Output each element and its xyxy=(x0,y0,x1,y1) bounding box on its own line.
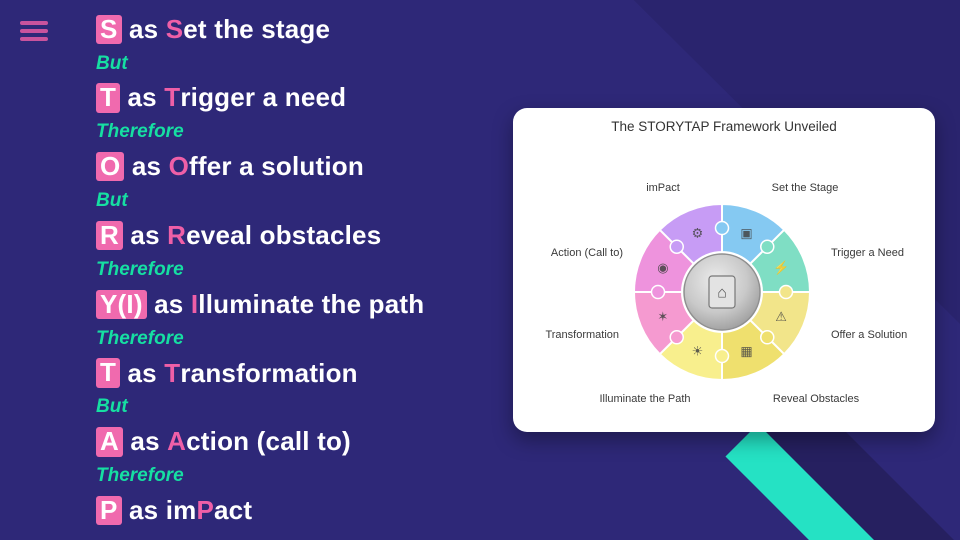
lightning-icon: ⚡ xyxy=(773,260,789,276)
wheel-label: imPact xyxy=(646,182,680,194)
puzzle-nub-icon xyxy=(669,330,684,345)
highlighted-letter: O xyxy=(96,152,125,182)
line-text: et the stage xyxy=(183,13,331,44)
puzzle-nub-icon xyxy=(760,239,775,254)
puzzle-nub-icon xyxy=(650,284,666,300)
announce-icon: ◉ xyxy=(657,260,668,275)
hamburger-icon xyxy=(20,29,48,33)
puzzle-nub-icon xyxy=(778,284,794,300)
line-text: as xyxy=(122,426,168,457)
accent-letter: I xyxy=(190,288,199,319)
highlighted-letter: Y(I) xyxy=(96,289,147,319)
framework-card: The STORYTAP Framework Unveiled ▣ ⚡ ⚠ ▦ ☀ ✶ ◉ ⚙… xyxy=(513,108,935,432)
line-text: act xyxy=(214,495,253,526)
highlighted-letter: S xyxy=(96,14,122,44)
line-text: as xyxy=(120,82,165,113)
puzzle-nub-icon xyxy=(760,330,775,345)
wheel-label: Set the Stage xyxy=(771,182,839,194)
wheel-segment xyxy=(658,203,723,265)
puzzle-nub-icon xyxy=(714,220,730,236)
wheel-label: Trigger a Need xyxy=(831,247,904,259)
line-text: lluminate the path xyxy=(198,288,425,319)
line-text: as xyxy=(122,220,168,251)
line-text: as im xyxy=(121,495,197,526)
wheel-label: Offer a Solution xyxy=(831,329,908,341)
puzzle-nub-icon xyxy=(714,348,730,364)
highlighted-letter: R xyxy=(96,220,123,251)
wheel-label: Transformation xyxy=(545,329,619,341)
wheel-label: Reveal Obstacles xyxy=(772,393,860,405)
highlighted-letter: T xyxy=(96,83,121,113)
diagram-title: The STORYTAP Framework Unveiled xyxy=(611,119,837,134)
accent-letter: P xyxy=(196,495,215,526)
highlighted-letter: T xyxy=(96,358,121,388)
connector-word: But xyxy=(96,52,128,74)
document-icon xyxy=(708,275,736,309)
accent-letter: S xyxy=(165,13,184,44)
accent-letter: T xyxy=(164,82,181,113)
dancer-icon: ✶ xyxy=(657,309,668,324)
framework-wheel: ▣ ⚡ ⚠ ▦ ☀ ✶ ◉ ⚙ ⌂ xyxy=(633,203,811,381)
wheel-label: Action (Call to) xyxy=(550,247,623,259)
line-text: eveal obstacles xyxy=(186,220,382,251)
share-icon: ⚙ xyxy=(692,225,704,240)
connector-word: But xyxy=(96,396,128,418)
line-text: as xyxy=(121,13,166,44)
accent-letter: A xyxy=(167,426,187,457)
frame-icon: ▣ xyxy=(740,225,752,240)
connector-word: Therefore xyxy=(96,258,184,280)
bulb-icon: ☀ xyxy=(692,344,704,359)
connector-word: Therefore xyxy=(96,121,184,143)
hamburger-icon xyxy=(20,21,48,25)
warning-icon: ⚠ xyxy=(775,309,787,324)
document-home-icon: ⌂ xyxy=(717,285,727,302)
accent-letter: O xyxy=(168,151,190,182)
line-text: as xyxy=(146,288,191,319)
highlighted-letter: A xyxy=(96,427,123,457)
hamburger-icon xyxy=(20,37,48,41)
line-text: ransformation xyxy=(180,357,358,388)
connector-word: But xyxy=(96,190,128,212)
line-text: ction (call to) xyxy=(186,426,351,457)
line-text: as xyxy=(124,151,169,182)
line-text: ffer a solution xyxy=(189,151,364,182)
accent-letter: T xyxy=(164,357,181,388)
highlighted-letter: P xyxy=(96,496,122,526)
line-text: as xyxy=(120,357,165,388)
accent-letter: R xyxy=(167,220,187,251)
line-text: rigger a need xyxy=(180,82,347,113)
puzzle-nub-icon xyxy=(669,239,684,254)
grid-icon: ▦ xyxy=(740,344,752,359)
wheel-label: Illuminate the Path xyxy=(599,393,691,405)
hamburger-menu[interactable] xyxy=(20,21,48,41)
connector-word: Therefore xyxy=(96,465,184,487)
connector-word: Therefore xyxy=(96,327,184,349)
